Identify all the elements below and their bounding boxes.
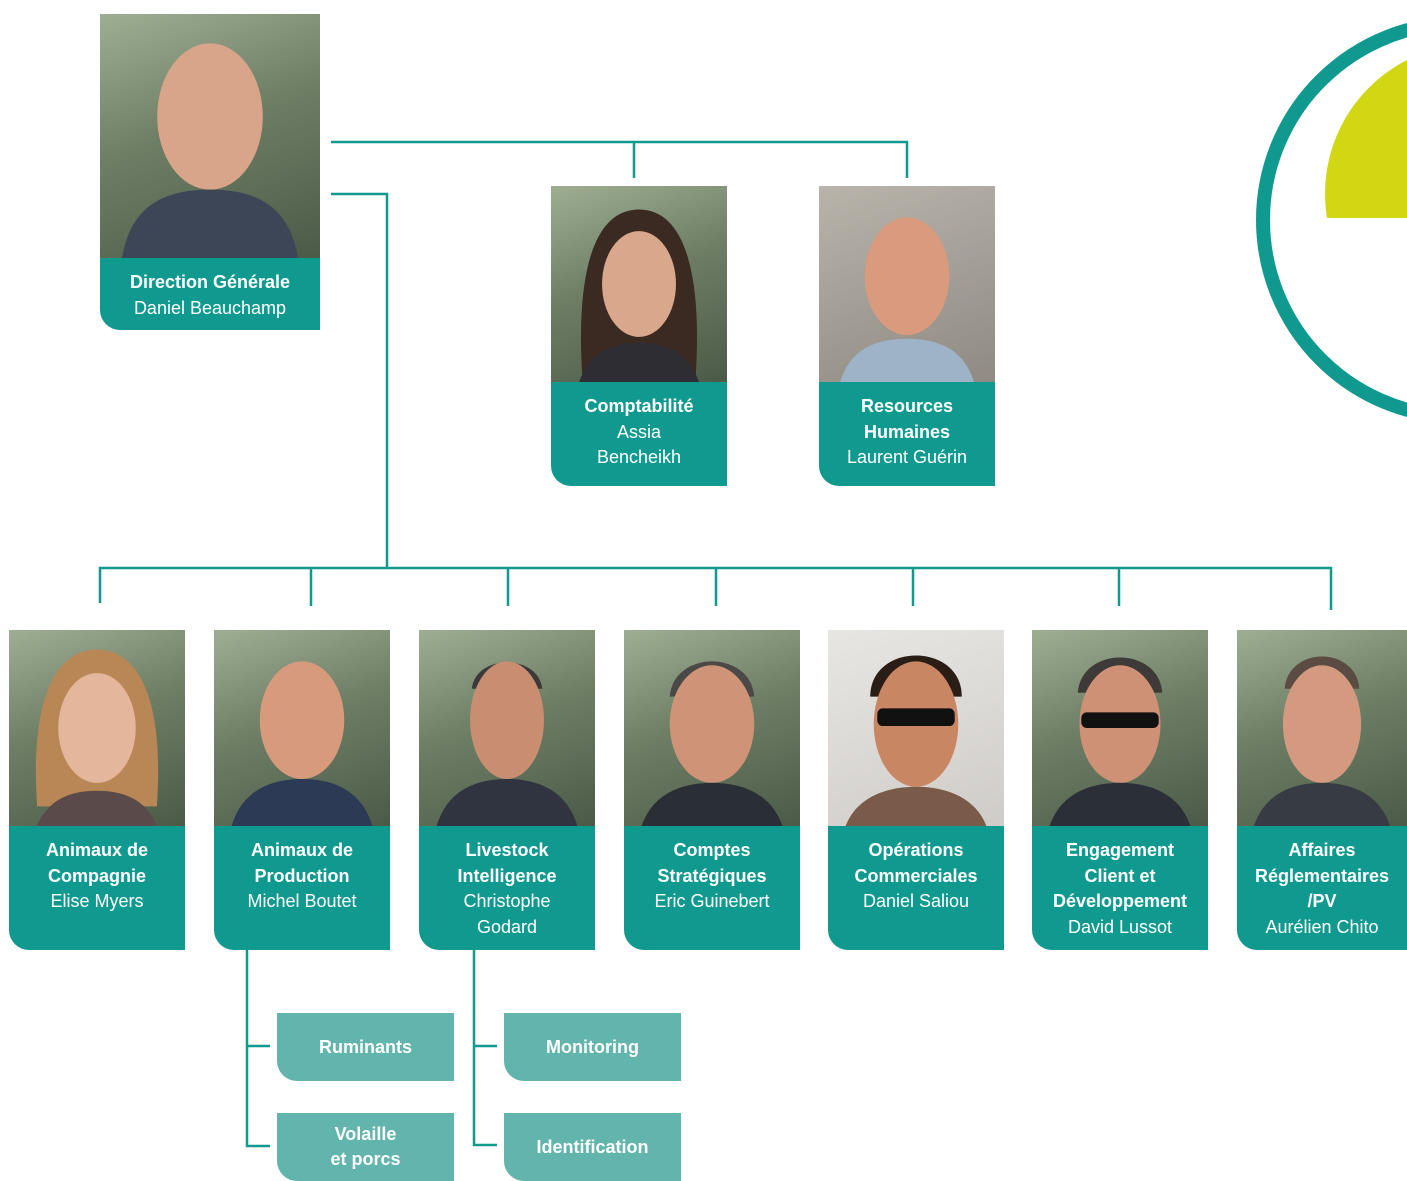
director-card: Direction Générale Daniel Beauchamp — [100, 14, 320, 330]
sub-unit-volaille-porcs: Volaille et porcs — [277, 1113, 454, 1181]
staff-card-comptabilite: Comptabilité Assia Bencheikh — [551, 186, 727, 486]
department-card: Affaires Réglementaires /PV Aurélien Chi… — [1237, 630, 1407, 950]
department-name: Eric Guinebert — [654, 891, 770, 911]
person-silhouette-icon — [231, 661, 373, 826]
staff-role: Comptabilité — [584, 396, 694, 416]
department-label: Animaux de Production Michel Boutet — [214, 826, 390, 950]
sub-unit-ruminants: Ruminants — [277, 1013, 454, 1081]
staff-name: Laurent Guérin — [846, 447, 968, 467]
department-role: Animaux de Compagnie — [45, 840, 149, 886]
person-silhouette-icon — [122, 43, 298, 258]
department-photo — [1237, 630, 1407, 826]
department-role: Affaires Réglementaires /PV — [1254, 840, 1390, 911]
department-card: Engagement Client et Développement David… — [1032, 630, 1208, 950]
person-silhouette-icon — [1049, 657, 1191, 826]
director-label: Direction Générale Daniel Beauchamp — [100, 258, 320, 330]
department-name: David Lussot — [1067, 916, 1173, 937]
department-label: Livestock Intelligence Christophe Godard — [419, 826, 595, 950]
department-label: Opérations Commerciales Daniel Saliou — [828, 826, 1004, 950]
department-role: Engagement Client et Développement — [1052, 840, 1188, 911]
department-label: Affaires Réglementaires /PV Aurélien Chi… — [1237, 826, 1407, 950]
person-silhouette-icon — [35, 649, 159, 826]
company-logo — [1256, 23, 1407, 417]
department-name: Aurélien Chito — [1265, 916, 1379, 937]
department-role: Livestock Intelligence — [457, 840, 557, 886]
sub-unit-identification: Identification — [504, 1113, 681, 1181]
department-name: Michel Boutet — [247, 891, 357, 911]
staff-label: Comptabilité Assia Bencheikh — [551, 382, 727, 486]
person-silhouette-icon — [579, 209, 699, 382]
department-photo — [9, 630, 185, 826]
department-name: Christophe Godard — [463, 891, 551, 937]
department-card: Livestock Intelligence Christophe Godard — [419, 630, 595, 950]
department-photo — [828, 630, 1004, 826]
staff-label: Resources Humaines Laurent Guérin — [819, 382, 995, 486]
staff-role: Resources Humaines — [860, 396, 954, 442]
department-role: Comptes Stratégiques — [657, 840, 767, 886]
staff-name: Assia Bencheikh — [596, 421, 682, 468]
person-silhouette-icon — [641, 661, 783, 826]
department-card: Animaux de Production Michel Boutet — [214, 630, 390, 950]
staff-photo — [551, 186, 727, 382]
director-photo — [100, 14, 320, 258]
department-photo — [214, 630, 390, 826]
staff-card-ressources-humaines: Resources Humaines Laurent Guérin — [819, 186, 995, 486]
department-label: Animaux de Compagnie Elise Myers — [9, 826, 185, 950]
department-label: Engagement Client et Développement David… — [1032, 826, 1208, 950]
department-card: Opérations Commerciales Daniel Saliou — [828, 630, 1004, 950]
department-name: Elise Myers — [50, 891, 144, 911]
staff-photo — [819, 186, 995, 382]
department-photo — [624, 630, 800, 826]
department-label: Comptes Stratégiques Eric Guinebert — [624, 826, 800, 950]
person-silhouette-icon — [436, 661, 578, 826]
director-name: Daniel Beauchamp — [133, 297, 287, 318]
person-silhouette-icon — [1254, 656, 1390, 826]
department-photo — [1032, 630, 1208, 826]
director-role: Direction Générale — [129, 272, 291, 292]
department-card: Animaux de Compagnie Elise Myers — [9, 630, 185, 950]
person-silhouette-icon — [840, 217, 974, 382]
department-photo — [419, 630, 595, 826]
person-silhouette-icon — [845, 655, 987, 826]
department-card: Comptes Stratégiques Eric Guinebert — [624, 630, 800, 950]
department-role: Opérations Commerciales — [854, 840, 978, 886]
department-role: Animaux de Production — [250, 840, 354, 886]
department-name: Daniel Saliou — [862, 891, 970, 911]
sub-unit-monitoring: Monitoring — [504, 1013, 681, 1081]
